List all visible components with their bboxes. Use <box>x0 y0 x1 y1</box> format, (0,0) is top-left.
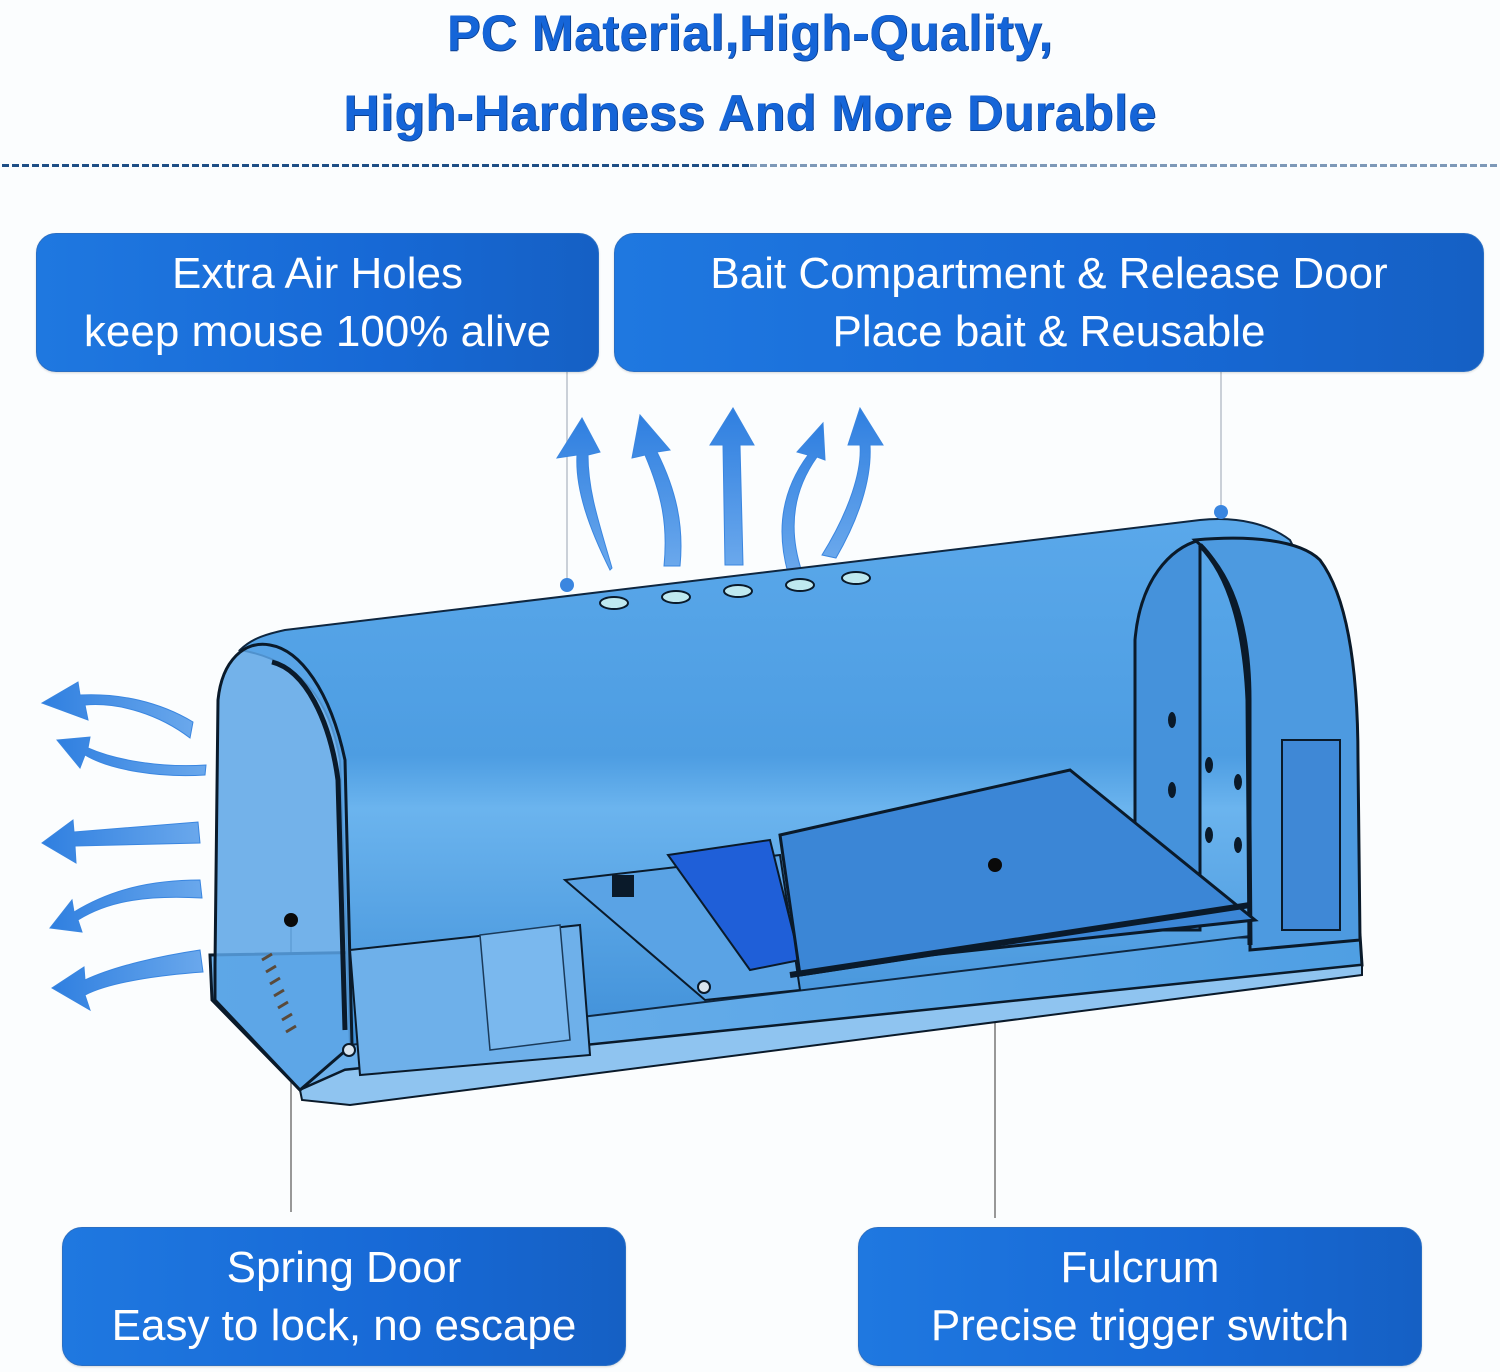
callout-air-holes-title: Extra Air Holes <box>172 248 463 298</box>
leader-dot-icon <box>284 505 1228 927</box>
callout-fulcrum-title: Fulcrum <box>1060 1242 1220 1292</box>
callout-bait-compartment: Bait Compartment & Release Door Place ba… <box>614 233 1484 372</box>
dashed-divider-right <box>750 164 1498 167</box>
callout-air-holes-subtitle: keep mouse 100% alive <box>83 306 552 356</box>
callout-fulcrum: Fulcrum Precise trigger switch <box>858 1227 1422 1366</box>
callout-spring-door: Spring Door Easy to lock, no escape <box>62 1227 626 1366</box>
callout-fulcrum-subtitle: Precise trigger switch <box>930 1300 1350 1350</box>
callout-spring-door-title: Spring Door <box>226 1242 462 1292</box>
dashed-divider-left <box>2 164 750 167</box>
airflow-arrow-left-icon <box>40 681 207 1012</box>
callout-bait-compartment-title: Bait Compartment & Release Door <box>710 248 1388 298</box>
trap-body <box>208 518 1364 1107</box>
airflow-arrow-up-icon <box>556 406 884 574</box>
callout-air-holes: Extra Air Holes keep mouse 100% alive <box>36 233 599 372</box>
callout-spring-door-subtitle: Easy to lock, no escape <box>111 1300 577 1350</box>
headline-line-1: PC Material,High-Quality, <box>446 5 1054 61</box>
headline-line-2: High-Hardness And More Durable <box>343 85 1157 141</box>
callout-bait-compartment-subtitle: Place bait & Reusable <box>832 306 1266 356</box>
